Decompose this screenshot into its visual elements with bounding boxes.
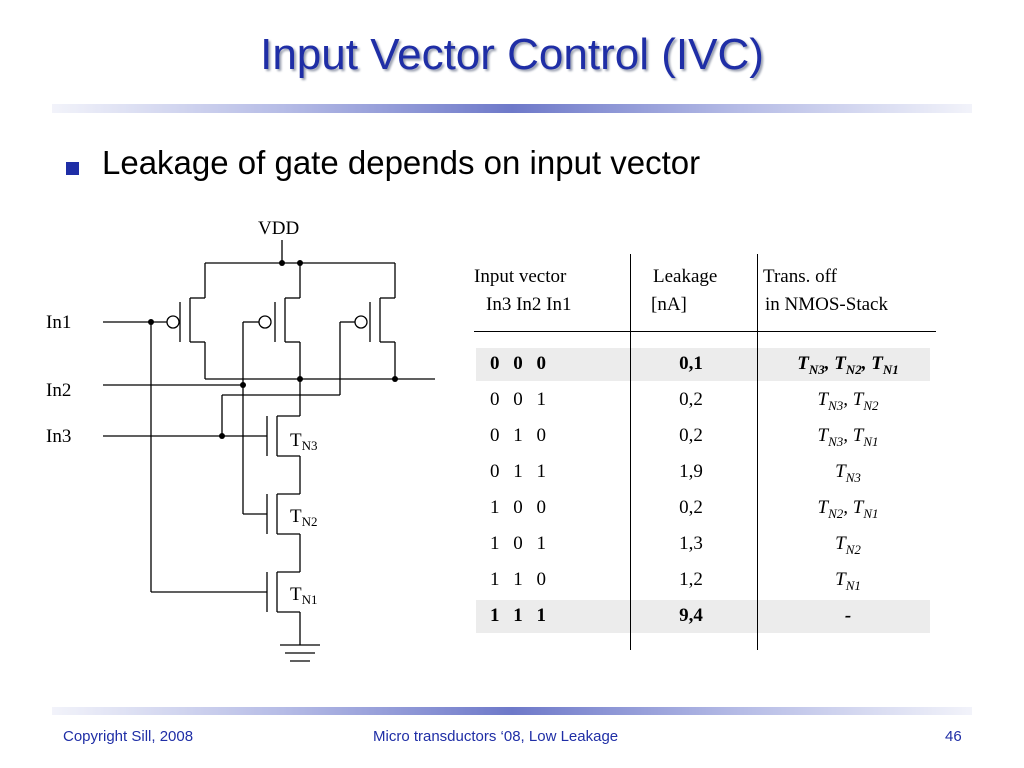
table-row: 0 0 1 0,2 TN3, TN2 <box>476 384 930 417</box>
junction-dot <box>392 376 398 382</box>
transistors-off-cell: TN3 <box>835 461 861 485</box>
leakage-cell: 0,2 <box>679 389 703 410</box>
in3-label: In3 <box>46 426 71 447</box>
input-vector-cell: 0 1 0 <box>490 425 546 446</box>
junction-dot <box>240 382 246 388</box>
bullet-text: Leakage of gate depends on input vector <box>102 144 701 181</box>
table-row: 1 0 0 0,2 TN2, TN1 <box>476 492 930 525</box>
input-vector-cell: 1 1 0 <box>490 569 546 590</box>
table-column-divider-2 <box>757 254 758 650</box>
pmos2-bubble <box>258 315 272 329</box>
table-row: 1 1 1 9,4 - <box>476 600 930 633</box>
in2-label: In2 <box>46 380 71 401</box>
header-input-bits: In3 In2 In1 <box>486 294 572 315</box>
input-vector-cell: 1 0 0 <box>490 497 546 518</box>
title-underline <box>52 104 972 113</box>
junction-dot <box>219 433 225 439</box>
leakage-cell: 1,2 <box>679 569 703 590</box>
junction-dot <box>297 376 303 382</box>
pmos3-bubble <box>354 315 368 329</box>
vdd-label: VDD <box>258 218 299 239</box>
transistors-off-cell: TN2 <box>835 533 861 557</box>
leakage-cell: 1,9 <box>679 461 703 482</box>
transistors-off-cell: TN3, TN2, TN1 <box>797 353 899 377</box>
bullet-square-icon <box>66 162 79 175</box>
table-header-rule <box>474 331 936 332</box>
header-trans-off: Trans. off <box>763 266 837 287</box>
table-row: 0 1 1 1,9 TN3 <box>476 456 930 489</box>
footer-copyright: Copyright Sill, 2008 <box>63 728 194 745</box>
transistors-off-cell: - <box>844 605 852 626</box>
transistors-off-cell: TN2, TN1 <box>817 497 879 521</box>
input-vector-cell: 1 0 1 <box>490 533 546 554</box>
in1-label: In1 <box>46 312 71 333</box>
input-vector-cell: 0 0 0 <box>490 353 546 374</box>
input-vector-cell: 0 1 1 <box>490 461 546 482</box>
tn3-label: TN3 <box>290 430 318 453</box>
footer-rule <box>52 707 972 715</box>
transistors-off-cell: TN3, TN1 <box>817 425 879 449</box>
header-input-vector: Input vector <box>474 266 567 287</box>
leakage-cell: 9,4 <box>679 605 703 626</box>
junction-dot <box>279 260 285 266</box>
junction-dot <box>297 260 303 266</box>
leakage-cell: 0,2 <box>679 425 703 446</box>
table-row: 0 0 0 0,1 TN3, TN2, TN1 <box>476 348 930 381</box>
table-row: 1 0 1 1,3 TN2 <box>476 528 930 561</box>
table-row: 1 1 0 1,2 TN1 <box>476 564 930 597</box>
tn1-label: TN1 <box>290 584 318 607</box>
leakage-cell: 1,3 <box>679 533 703 554</box>
input-vector-cell: 1 1 1 <box>490 605 546 626</box>
table-column-divider-1 <box>630 254 631 650</box>
footer-center-text: Micro transductors ‘08, Low Leakage <box>373 728 619 745</box>
leakage-cell: 0,2 <box>679 497 703 518</box>
slide-title: Input Vector Control (IVC) <box>260 30 764 79</box>
header-leakage-unit: [nA] <box>651 294 687 315</box>
table-row: 0 1 0 0,2 TN3, TN1 <box>476 420 930 453</box>
page-number: 46 <box>945 728 962 745</box>
transistors-off-cell: TN1 <box>835 569 861 593</box>
junction-dot <box>148 319 154 325</box>
transistors-off-cell: TN3, TN2 <box>817 389 879 413</box>
header-nmos-stack: in NMOS-Stack <box>765 294 888 315</box>
tn2-label: TN2 <box>290 506 318 529</box>
pmos1-bubble <box>166 315 180 329</box>
leakage-cell: 0,1 <box>679 353 703 374</box>
header-leakage: Leakage <box>653 266 718 287</box>
input-vector-cell: 0 0 1 <box>490 389 546 410</box>
